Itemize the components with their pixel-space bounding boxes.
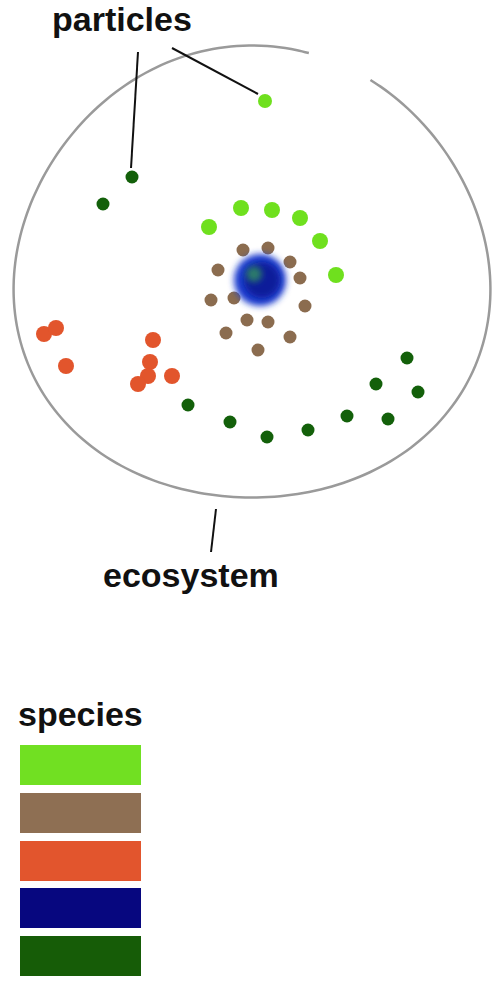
particle (341, 410, 354, 423)
legend-swatch (20, 936, 141, 976)
particle (142, 354, 158, 370)
blue-cluster (234, 254, 286, 306)
particle (299, 300, 312, 313)
particle (382, 413, 395, 426)
blue-cluster-spot (246, 266, 262, 282)
legend-swatch (20, 745, 141, 785)
particle (258, 94, 272, 108)
particle (262, 316, 275, 329)
particle (284, 256, 297, 269)
particle (205, 294, 218, 307)
ecosystem-outline (14, 45, 491, 497)
particle (164, 368, 180, 384)
particle (241, 314, 254, 327)
particle (302, 424, 315, 437)
particle (262, 242, 275, 255)
particle (261, 431, 274, 444)
particle (58, 358, 74, 374)
particle (294, 272, 307, 285)
particle (126, 171, 139, 184)
leader-line (211, 509, 216, 552)
label: particles (52, 1, 192, 38)
particle (328, 267, 344, 283)
particle (370, 378, 383, 391)
particle (212, 264, 225, 277)
particle (97, 198, 110, 211)
particle (292, 210, 308, 226)
particle (233, 200, 249, 216)
particle (220, 327, 233, 340)
particle (130, 376, 146, 392)
particle (224, 416, 237, 429)
leader-line (172, 48, 258, 94)
particle (145, 332, 161, 348)
label: species (18, 696, 143, 733)
particle (252, 344, 265, 357)
blue-cluster-core (244, 262, 280, 298)
particle (201, 219, 217, 235)
blue-cluster-glow (234, 254, 286, 306)
particle (412, 386, 425, 399)
particle (237, 244, 250, 257)
label: ecosystem (103, 557, 279, 594)
particle (401, 352, 414, 365)
particle (284, 331, 297, 344)
particle (182, 399, 195, 412)
particle (312, 233, 328, 249)
leader-line (131, 52, 138, 168)
particle (48, 320, 64, 336)
particle-dots (36, 94, 425, 444)
legend-swatch (20, 888, 141, 928)
legend-swatch (20, 793, 141, 833)
legend-swatch (20, 841, 141, 881)
particle (264, 202, 280, 218)
